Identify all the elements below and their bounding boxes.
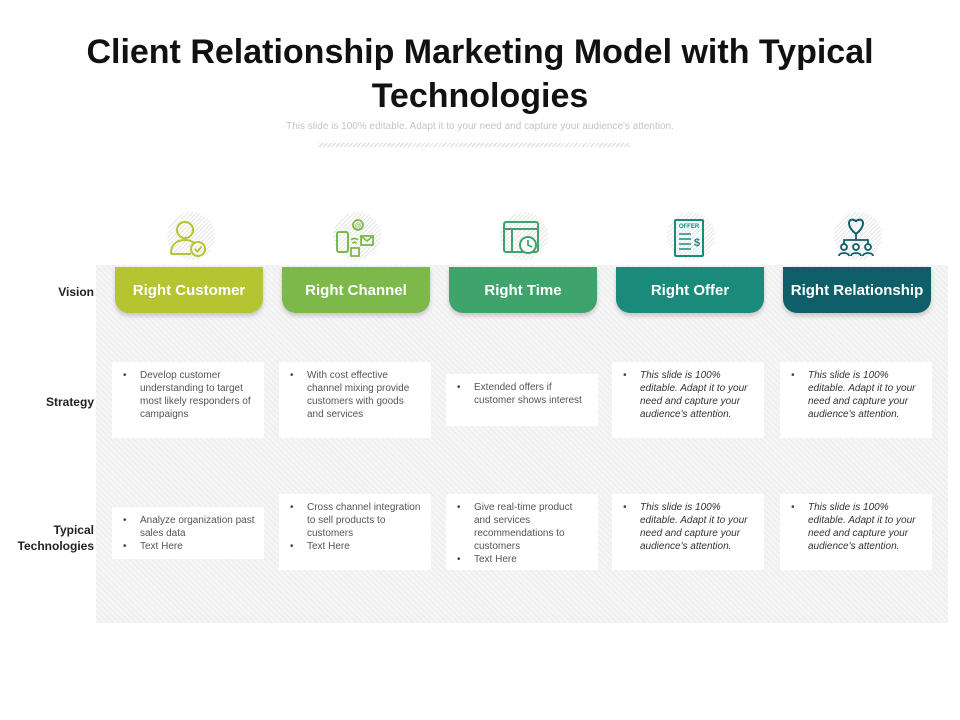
offer-document-icon: OFFER $ — [661, 210, 717, 266]
user-check-icon — [161, 210, 217, 266]
technologies-cell-relationship: This slide is 100% editable. Adapt it to… — [780, 494, 932, 570]
list-item: With cost effective channel mixing provi… — [290, 369, 423, 421]
list-item: Cross channel integration to sell produc… — [290, 501, 423, 540]
strategy-cell-time: Extended offers if customer shows intere… — [446, 374, 598, 426]
list-item: Give real-time product and services reco… — [457, 501, 590, 553]
header-right-relationship: Right Relationship — [783, 267, 931, 313]
strategy-cell-relationship: This slide is 100% editable. Adapt it to… — [780, 362, 932, 438]
row-label-strategy: Strategy — [45, 395, 94, 409]
row-label-vision: Vision — [58, 285, 94, 299]
list-item: Text Here — [290, 540, 423, 553]
header-right-offer: Right Offer — [616, 267, 764, 313]
content-panel — [96, 265, 948, 623]
slide-title: Client Relationship Marketing Model with… — [86, 33, 874, 115]
multi-channel-icon: @ — [327, 210, 383, 266]
list-item: This slide is 100% editable. Adapt it to… — [791, 501, 924, 553]
list-item: Analyze organization past sales data — [123, 514, 256, 540]
svg-text:@: @ — [354, 223, 361, 230]
list-item: Text Here — [123, 540, 256, 553]
header-right-customer: Right Customer — [115, 267, 263, 313]
technologies-cell-customer: Analyze organization past sales data Tex… — [112, 507, 264, 559]
technologies-cell-channel: Cross channel integration to sell produc… — [279, 494, 431, 570]
technologies-cell-offer: This slide is 100% editable. Adapt it to… — [612, 494, 764, 570]
header-right-time: Right Time — [449, 267, 597, 313]
subtitle-divider — [318, 143, 630, 147]
list-item: This slide is 100% editable. Adapt it to… — [623, 501, 756, 553]
header-right-channel: Right Channel — [282, 267, 430, 313]
row-label-technologies: Typical Technologies — [18, 522, 94, 554]
strategy-cell-offer: This slide is 100% editable. Adapt it to… — [612, 362, 764, 438]
row-label-technologies-line1: Typical — [53, 523, 94, 537]
browser-clock-icon — [494, 210, 550, 266]
row-label-technologies-line2: Technologies — [17, 539, 94, 553]
strategy-cell-channel: With cost effective channel mixing provi… — [279, 362, 431, 438]
technologies-cell-time: Give real-time product and services reco… — [446, 494, 598, 570]
offer-icon-text: OFFER — [679, 224, 700, 230]
list-item: Extended offers if customer shows intere… — [457, 381, 590, 407]
list-item: This slide is 100% editable. Adapt it to… — [791, 369, 924, 421]
list-item: Text Here — [457, 553, 590, 566]
list-item: Develop customer understanding to target… — [123, 369, 256, 421]
offer-icon-symbol: $ — [694, 237, 700, 249]
handshake-network-icon — [828, 210, 884, 266]
list-item: This slide is 100% editable. Adapt it to… — [623, 369, 756, 421]
slide-subtitle: This slide is 100% editable. Adapt it to… — [286, 121, 674, 132]
strategy-cell-customer: Develop customer understanding to target… — [112, 362, 264, 438]
